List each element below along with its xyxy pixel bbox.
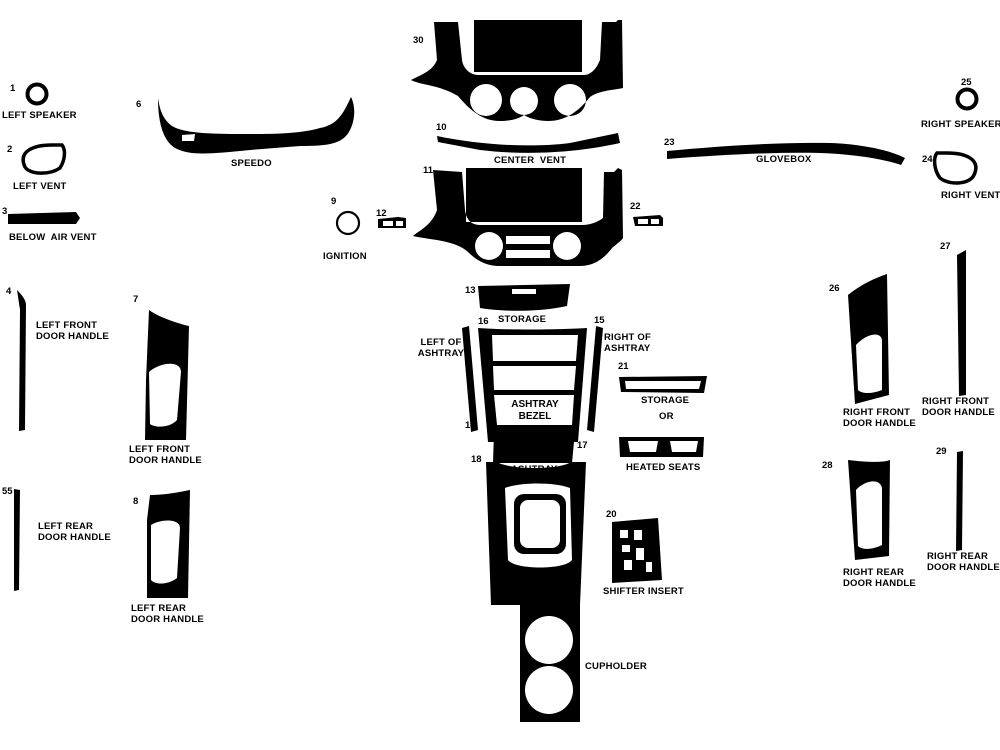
part-number-27: 27 (940, 241, 951, 252)
part-label-8-left-rear-door-handle: LEFT REAR DOOR HANDLE (131, 603, 204, 625)
part-label-center-vent: CENTER VENT (494, 155, 567, 166)
part-label-left-vent: LEFT VENT (13, 181, 67, 192)
part-12 (378, 217, 406, 228)
part-55-left-rear-door-handle (14, 489, 20, 591)
part-30-manual-radio-climate (411, 20, 623, 121)
part-label-right-vent: RIGHT VENT (941, 190, 1000, 201)
part-18-19-shifter-surround (486, 462, 586, 722)
part-label-cupholder: CUPHOLDER (585, 661, 647, 672)
part-number-10: 10 (436, 122, 447, 133)
part-label-below-air-vent: BELOW AIR VENT (9, 232, 97, 243)
part-label-27-right-front-door-handle: RIGHT FRONT DOOR HANDLE (922, 396, 995, 418)
part-number-23: 23 (664, 137, 675, 148)
part-number-15: 15 (594, 315, 605, 326)
part-number-7: 7 (133, 294, 139, 305)
part-8-left-rear-door-handle (147, 490, 190, 598)
part-number-19: 19 (557, 569, 568, 580)
part-15-right-of-ashtray (587, 326, 603, 432)
part-label-left-of-ashtray: LEFT OF ASHTRAY (417, 337, 465, 359)
part-label-shifter-insert: SHIFTER INSERT (603, 586, 684, 597)
part-25-right-speaker (955, 87, 979, 111)
part-number-25: 25 (961, 77, 972, 88)
part-29-right-rear-door-handle (956, 451, 963, 551)
part-label-28-right-rear-door-handle: RIGHT REAR DOOR HANDLE (843, 567, 916, 589)
part-label-glovebox: GLOVEBOX (756, 154, 812, 165)
part-number-18: 18 (471, 454, 482, 465)
part-label-heated-seats: HEATED SEATS (626, 462, 701, 473)
part-label-55-left-rear-door-handle: LEFT REAR DOOR HANDLE (38, 521, 111, 543)
part-23-glovebox (667, 142, 905, 165)
part-number-29: 29 (936, 446, 947, 457)
part-number-16: 16 (478, 316, 489, 327)
part-label-26-right-front-door-handle: RIGHT FRONT DOOR HANDLE (843, 407, 916, 429)
part-number-30: 30 (413, 35, 424, 46)
part-number-22: 22 (630, 201, 641, 212)
part-label-digital-radio: DIGITAL RADIO & CLIMATE CONTROL (477, 196, 573, 219)
part-number-17: 17 (577, 440, 588, 451)
part-17-ashtray (493, 431, 575, 463)
speedo-slot (183, 136, 194, 140)
part-number-8: 8 (133, 496, 139, 507)
part-9-ignition (335, 210, 361, 236)
part-20-shifter-insert (612, 518, 662, 583)
part-label-right-of-ashtray: RIGHT OF ASHTRAY (604, 332, 651, 354)
part-10-center-vent (437, 133, 620, 153)
part-13-storage (478, 284, 570, 311)
part-label-21-storage: STORAGE (641, 395, 690, 406)
part-number-2: 2 (7, 144, 13, 155)
part-number-13: 13 (465, 285, 476, 296)
part-number-4: 4 (6, 286, 12, 297)
part-26-right-front-door-handle (848, 274, 889, 404)
part-number-55: 55 (2, 486, 13, 497)
part-number-24: 24 (922, 154, 933, 165)
part-1-left-speaker (25, 82, 49, 106)
part-label-left-speaker: LEFT SPEAKER (2, 110, 77, 121)
part-14-ashtray-bezel (478, 328, 587, 442)
part-label-manual-radio: MANUAL RADIO & CLIMATE CONTROL (480, 41, 576, 64)
part-number-20: 20 (606, 509, 617, 520)
part-3-below-air-vent (8, 212, 80, 224)
part-label-13-storage: STORAGE (498, 314, 547, 325)
part-label-ashtray: ASHTRAY (511, 464, 558, 475)
part-label-shifter-surround: SHIFTER SURROUND (510, 573, 568, 596)
part-28-right-rear-door-handle (848, 460, 890, 560)
part-number-21: 21 (618, 361, 629, 372)
part-number-9: 9 (331, 196, 337, 207)
part-11-digital-radio-climate (413, 168, 623, 266)
shifter-opening (520, 500, 560, 548)
part-number-26: 26 (829, 283, 840, 294)
part-22 (633, 215, 663, 226)
part-label-7-left-front-door-handle: LEFT FRONT DOOR HANDLE (129, 444, 202, 466)
part-label-or: OR (659, 411, 674, 422)
part-6-speedo (158, 97, 355, 154)
part-21-heated-seats (619, 437, 704, 457)
part-number-11: 11 (423, 165, 434, 176)
part-27-right-front-door-handle (957, 250, 966, 396)
part-label-ashtray-bezel: ASHTRAY BEZEL (511, 399, 559, 422)
part-number-28: 28 (822, 460, 833, 471)
part-number-12: 12 (376, 208, 387, 219)
part-number-3: 3 (2, 206, 8, 217)
part-4-left-front-door-handle (17, 290, 26, 431)
part-label-right-speaker: RIGHT SPEAKER (921, 119, 1000, 130)
part-21-storage (619, 376, 707, 393)
part-7-left-front-door-handle (145, 310, 189, 440)
part-label-4-left-front-door-handle: LEFT FRONT DOOR HANDLE (36, 320, 109, 342)
part-24-right-vent (932, 151, 978, 185)
part-number-14: 14 (465, 420, 476, 431)
part-label-speedo: SPEEDO (231, 158, 272, 169)
part-16-left-of-ashtray (462, 326, 478, 432)
part-number-6: 6 (136, 99, 142, 110)
part-2-left-vent (21, 143, 67, 175)
part-number-1: 1 (10, 83, 16, 94)
part-label-29-right-rear-door-handle: RIGHT REAR DOOR HANDLE (927, 551, 1000, 573)
part-label-ignition: IGNITION (323, 251, 367, 262)
